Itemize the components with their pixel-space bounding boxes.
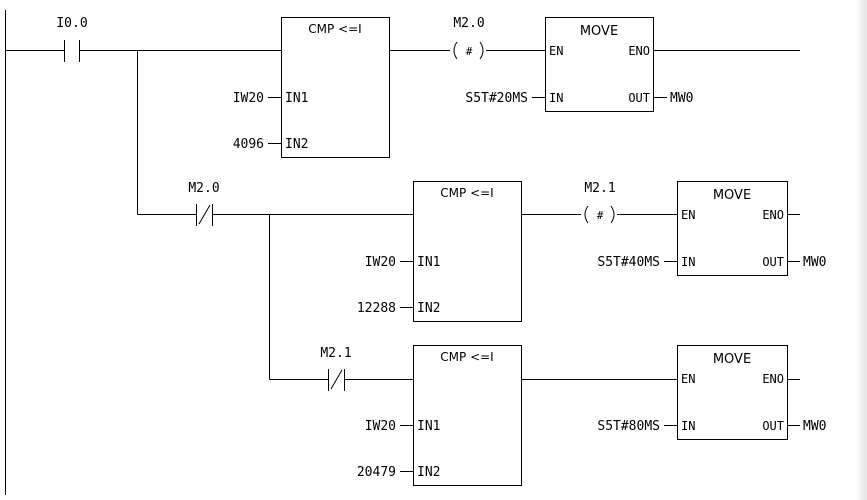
- contact-address: I0.0: [56, 16, 87, 31]
- contact-address: M2.1: [320, 346, 351, 361]
- coil-address: M2.0: [453, 16, 484, 31]
- move-block-3[interactable]: [677, 345, 788, 440]
- move-in-value: S5T#20MS: [465, 91, 528, 106]
- in2-value: 12288: [357, 301, 396, 316]
- move-title: MOVE: [580, 24, 618, 39]
- in1-label: IN1: [417, 255, 440, 270]
- edge-shadow: [855, 0, 867, 500]
- compare-title: CMP <=I: [440, 350, 493, 364]
- coil-address: M2.1: [584, 181, 615, 196]
- compare-block-1[interactable]: [281, 17, 390, 158]
- eno-label: ENO: [762, 208, 784, 222]
- move-out-value: MW0: [803, 419, 826, 434]
- in-label: IN: [681, 255, 695, 269]
- compare-block-3[interactable]: [413, 345, 522, 486]
- out-label: OUT: [762, 419, 784, 433]
- move-block-1[interactable]: [545, 17, 654, 112]
- in2-value: 4096: [233, 137, 264, 152]
- move-out-value: MW0: [670, 91, 693, 106]
- compare-title: CMP <=I: [308, 22, 361, 36]
- en-label: EN: [681, 372, 695, 386]
- in2-label: IN2: [417, 301, 440, 316]
- in2-label: IN2: [285, 137, 308, 152]
- in1-value: IW20: [233, 91, 264, 106]
- in1-value: IW20: [365, 419, 396, 434]
- in2-value: 20479: [357, 465, 396, 480]
- in1-label: IN1: [417, 419, 440, 434]
- en-label: EN: [549, 44, 563, 58]
- out-label: OUT: [628, 91, 650, 105]
- move-out-value: MW0: [803, 255, 826, 270]
- in1-label: IN1: [285, 91, 308, 106]
- move-in-value: S5T#80MS: [597, 419, 660, 434]
- move-block-2[interactable]: [677, 181, 788, 276]
- move-title: MOVE: [713, 188, 751, 203]
- out-label: OUT: [762, 255, 784, 269]
- compare-block-2[interactable]: [413, 181, 522, 322]
- in-label: IN: [549, 91, 563, 105]
- contact-address: M2.0: [188, 181, 219, 196]
- eno-label: ENO: [628, 44, 650, 58]
- coil-symbol: #: [597, 209, 604, 222]
- in1-value: IW20: [365, 255, 396, 270]
- compare-title: CMP <=I: [440, 186, 493, 200]
- coil-2[interactable]: [584, 205, 615, 224]
- in2-label: IN2: [417, 465, 440, 480]
- move-in-value: S5T#40MS: [597, 255, 660, 270]
- en-label: EN: [681, 208, 695, 222]
- in-label: IN: [681, 419, 695, 433]
- coil-symbol: #: [466, 45, 473, 58]
- move-title: MOVE: [713, 352, 751, 367]
- eno-label: ENO: [762, 372, 784, 386]
- coil-1[interactable]: [453, 41, 484, 60]
